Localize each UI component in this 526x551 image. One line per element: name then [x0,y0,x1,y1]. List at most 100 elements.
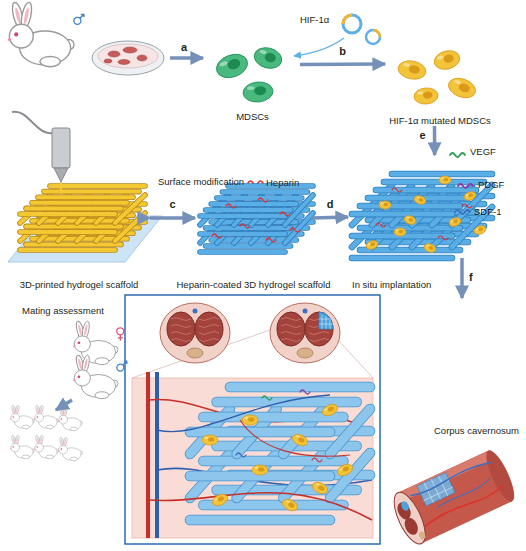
annotation-label: PDGF [478,179,504,190]
cell-highlight [417,91,423,94]
cell-nucleus [208,437,214,442]
scaffold-strut [20,230,115,234]
rabbit-head [9,24,33,48]
cell-body [211,492,230,508]
rabbit-leg [22,455,29,459]
cell [365,239,379,251]
rabbit-nose [58,450,59,451]
scaffold-strut [352,256,452,261]
cell-body [291,432,310,448]
cell-body [336,462,355,478]
scaffold-strut-edge [190,515,330,526]
vein [155,372,159,538]
urethra-section [187,348,203,358]
caption-group: MDSCs [236,111,269,122]
scaffold-strut-edge [230,382,370,393]
scaffold-strut-edge [200,213,285,219]
cell [202,435,218,445]
cell [463,190,477,202]
node-caption: Heparin-coated 3D hydrogel scaffold [176,279,330,290]
molecule-squiggle [392,188,402,192]
extruded-filament [60,182,62,194]
cell-body [473,224,487,236]
rabbit-icon [8,1,74,66]
step-arrow [460,258,464,298]
female-symbol [117,328,124,335]
molecule-squiggle [258,198,268,202]
rabbit-nose [10,418,11,419]
surface-vein [410,459,491,500]
node-caption: MDSCs [236,111,269,122]
cell-highlight [247,86,255,90]
corpus-cavernosum-section [167,312,195,346]
plasmid-insert [373,30,380,37]
rabbit-icon [73,354,118,398]
cell-body [394,228,406,236]
scaffold-strut [32,201,127,205]
male-symbol-arrow [123,361,127,365]
rabbit-nose [34,448,35,449]
cell-nucleus [217,496,225,503]
rabbit-nose [73,379,75,381]
scaffold-strut-edge [352,211,452,218]
plasmid [343,15,361,33]
cell-nucleus [226,57,241,71]
cylinder-end [481,447,519,505]
caption-group: Heparin-coated 3D hydrogel scaffold [176,279,330,290]
corpus-section [402,516,420,537]
plasmid [366,30,380,44]
cell-highlight [367,243,370,245]
scaffold-strut-edge [26,206,121,212]
cell-nucleus [478,227,484,232]
cell-nucleus [342,466,350,473]
cell [311,480,330,496]
scaffold-strut-edge [20,247,115,253]
male-symbol [117,364,124,371]
step-letter: b [339,46,346,57]
caption-group: HIF-1α mutated MDSCs [389,115,491,126]
scaffold-strut-edge [352,255,452,262]
corpus-cylinder [388,447,520,548]
cell-body [423,242,437,254]
cell-body [365,239,379,251]
trabecular-network [199,318,219,321]
surface-vein [436,478,492,507]
scaffold-strut [38,195,133,199]
cell-highlight [381,202,384,203]
print-nozzle-tip [54,168,68,182]
cell [252,465,268,475]
caption-group: In situ implantation [352,279,431,290]
cell-body [413,87,438,105]
cell-body [311,480,330,496]
cell [448,216,462,228]
cell-body [403,214,417,226]
rabbit-inner-ear [40,407,43,413]
plasmid-insert [343,15,352,24]
cell-nucleus [287,502,295,509]
urethra-section [297,348,313,358]
scaffold-strut-edge [50,183,145,189]
cell-highlight [285,500,289,503]
trabecular-network [309,332,329,335]
node-caption: Corpus cavernosum [434,425,519,436]
scaffold-strut [20,248,115,252]
capillary [240,420,350,456]
scaffold-strut [190,516,330,525]
cell-highlight [214,498,218,501]
rabbit-eye [61,418,62,419]
scaffold-strut [26,206,121,210]
cell-body [321,402,340,418]
scaffold-strut-edge [38,194,133,200]
illustration-node: Mating assessment [8,305,118,480]
cell-highlight [454,79,462,84]
molecule-squiggle [438,236,448,240]
scaffold-strut-edge [206,207,291,213]
scaffold-lattice [352,174,492,258]
rabbit-leg [46,455,53,459]
scaffold-strut [376,188,476,193]
rabbit-inner-ear [14,7,21,24]
scaffold-strut-edge [44,189,139,195]
cell-body [281,497,300,513]
cell-nucleus [327,406,335,413]
female-symbol-cross [118,335,123,341]
